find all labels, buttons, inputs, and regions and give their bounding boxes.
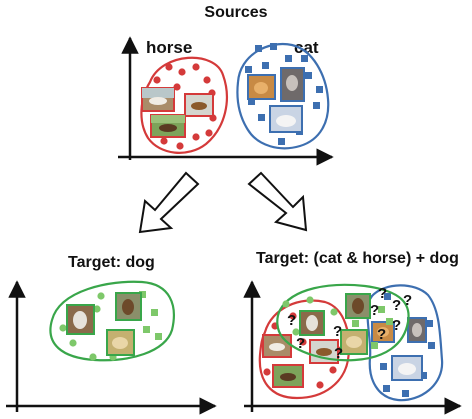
- horse-photo-icon: [262, 334, 292, 358]
- horse-photo-icon: [150, 114, 186, 138]
- dog-points-square: [139, 291, 162, 340]
- cat-photo-icon: [269, 105, 303, 133]
- mixed-cat-cluster: [366, 284, 444, 402]
- cat-photo-icon: [371, 321, 395, 343]
- horse-photo-icon: [141, 87, 175, 112]
- cat-photo-icon: [391, 355, 423, 381]
- dog-cluster: [49, 280, 175, 362]
- hollow-arrow-icon: [247, 171, 308, 232]
- question-mark: ?: [392, 317, 401, 334]
- cat-label: cat: [294, 38, 319, 57]
- target-dog-title: Target: dog: [68, 254, 155, 271]
- mixed-dog-cluster: [276, 283, 410, 362]
- question-mark: ?: [334, 345, 343, 362]
- dog-photo-icon: [106, 329, 135, 356]
- target-mixed-axes: [243, 280, 462, 415]
- question-mark: ?: [296, 335, 305, 352]
- sources-axes: [118, 36, 334, 166]
- horse-label: horse: [146, 38, 193, 57]
- question-mark: ?: [370, 302, 379, 319]
- horse-photo-icon: [272, 364, 304, 388]
- cat-cluster: [236, 42, 330, 150]
- question-mark: ?: [287, 312, 296, 329]
- cat-photo-icon: [280, 67, 305, 102]
- cat-photo-icon: [407, 317, 427, 343]
- question-mark: ?: [377, 326, 386, 343]
- question-marks: ? ? ? ? ? ? ? ? ? ?: [287, 285, 412, 362]
- question-mark: ?: [378, 285, 387, 302]
- dog-photo-icon: [115, 292, 142, 321]
- dog-photo-icon: [66, 304, 95, 335]
- question-mark: ?: [333, 323, 342, 340]
- dog-photo-icon: [340, 329, 368, 355]
- question-mark: ?: [403, 292, 412, 309]
- hollow-arrow-icon: [138, 171, 200, 234]
- sources-title: Sources: [204, 4, 268, 21]
- target-mixed-title: Target: (cat & horse) + dog: [256, 250, 459, 267]
- dog-photo-icon: [299, 310, 325, 336]
- cat-photo-icon: [247, 74, 276, 100]
- dog-photo-icon: [345, 293, 371, 319]
- horse-cluster: [140, 56, 228, 154]
- question-mark: ?: [392, 297, 401, 314]
- target-dog-axes: [6, 280, 217, 415]
- horse-photo-icon: [184, 93, 214, 117]
